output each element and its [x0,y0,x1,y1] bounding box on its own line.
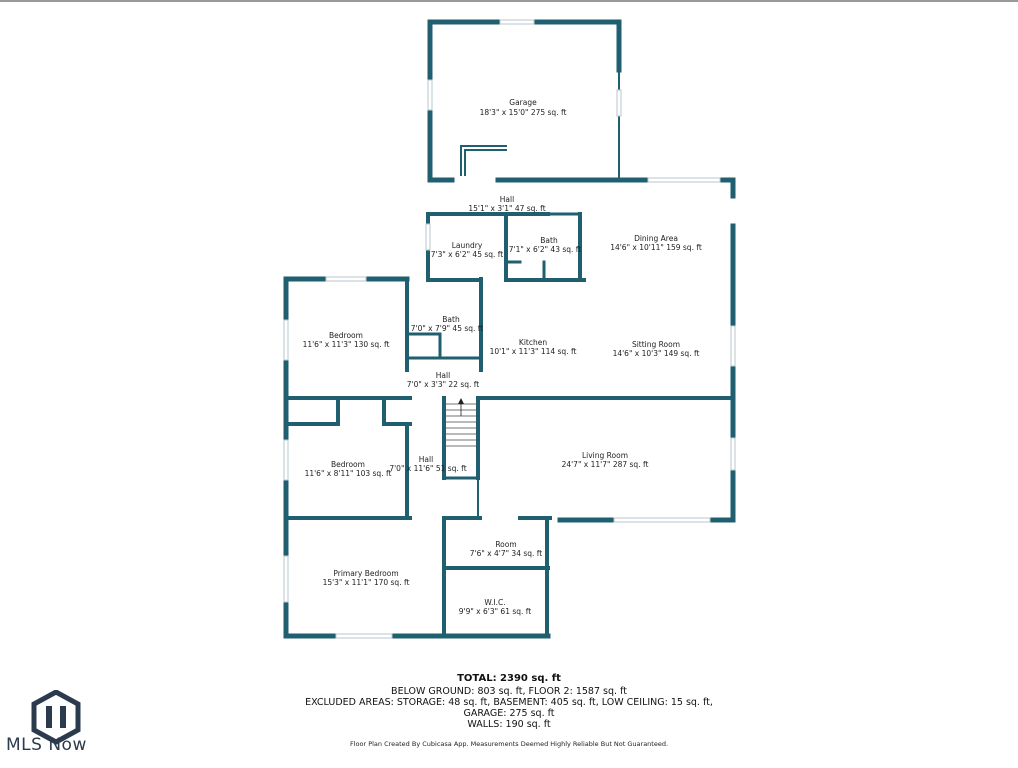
room-name-bath-middle: Bath [442,315,460,324]
room-dims-bedroom-2: 11'6" x 8'11" 103 sq. ft [305,469,392,478]
room-name-dining-area: Dining Area [634,234,678,243]
room-dims-bath-middle: 7'0" x 7'9" 45 sq. ft [411,324,484,333]
room-name-room: Room [495,540,516,549]
bedroom-walls [283,276,483,639]
room-name-hall-lower: Hall [419,455,433,464]
upper-walls [425,177,736,401]
room-dims-bath-upper: 7'1" x 6'2" 43 sq. ft [509,245,582,254]
room-labels: Garage 18'3" x 15'0" 275 sq. ft Hall 15'… [303,98,702,616]
room-name-living-room: Living Room [582,451,628,460]
room-dims-hall-top: 15'1" x 3'1" 47 sq. ft [468,204,545,213]
primary-suite-walls [283,516,552,639]
garage-walls [427,19,643,183]
room-name-kitchen: Kitchen [519,338,547,347]
room-name-sitting-room: Sitting Room [632,340,680,349]
room-name-garage: Garage [509,98,537,107]
summary-line-1: BELOW GROUND: 803 sq. ft, FLOOR 2: 1587 … [391,686,627,697]
mls-now-logo-icon [31,690,81,745]
room-name-bath-upper: Bath [540,236,558,245]
room-dims-dining-area: 14'6" x 10'11" 159 sq. ft [610,243,702,252]
room-dims-room: 7'6" x 4'7" 34 sq. ft [470,549,543,558]
room-name-hall-middle: Hall [436,371,450,380]
room-dims-sitting-room: 14'6" x 10'3" 149 sq. ft [613,349,700,358]
summary-line-3: GARAGE: 275 sq. ft [463,708,555,719]
room-dims-primary-bedroom: 15'3" x 11'1" 170 sq. ft [323,578,410,587]
room-dims-bedroom-1: 11'6" x 11'3" 130 sq. ft [303,340,390,349]
living-room-walls [476,395,736,523]
room-dims-wic: 9'9" x 6'3" 61 sq. ft [459,607,532,616]
room-dims-garage: 18'3" x 15'0" 275 sq. ft [480,108,567,117]
summary-line-4: WALLS: 190 sq. ft [467,719,551,730]
room-dims-living-room: 24'7" x 11'7" 287 sq. ft [562,460,649,469]
room-name-bedroom-1: Bedroom [329,331,363,340]
summary-line-2: EXCLUDED AREAS: STORAGE: 48 sq. ft, BASE… [305,697,713,708]
room-name-laundry: Laundry [452,241,483,250]
credit-text: Floor Plan Created By Cubicasa App. Meas… [349,740,669,748]
room-dims-hall-middle: 7'0" x 3'3" 22 sq. ft [407,380,480,389]
room-dims-laundry: 7'3" x 6'2" 45 sq. ft [431,250,504,259]
stair-walls [442,396,480,480]
logo-text: MLS Now [6,735,87,755]
stair-arrow-icon [458,398,464,404]
room-dims-kitchen: 10'1" x 11'3" 114 sq. ft [490,347,577,356]
room-name-primary-bedroom: Primary Bedroom [333,569,398,578]
room-name-hall-top: Hall [500,195,514,204]
room-name-wic: W.I.C. [484,598,505,607]
room-dims-hall-lower: 7'0" x 11'6" 51 sq. ft [389,464,466,473]
summary-total: TOTAL: 2390 sq. ft [457,673,561,684]
room-name-bedroom-2: Bedroom [331,460,365,469]
